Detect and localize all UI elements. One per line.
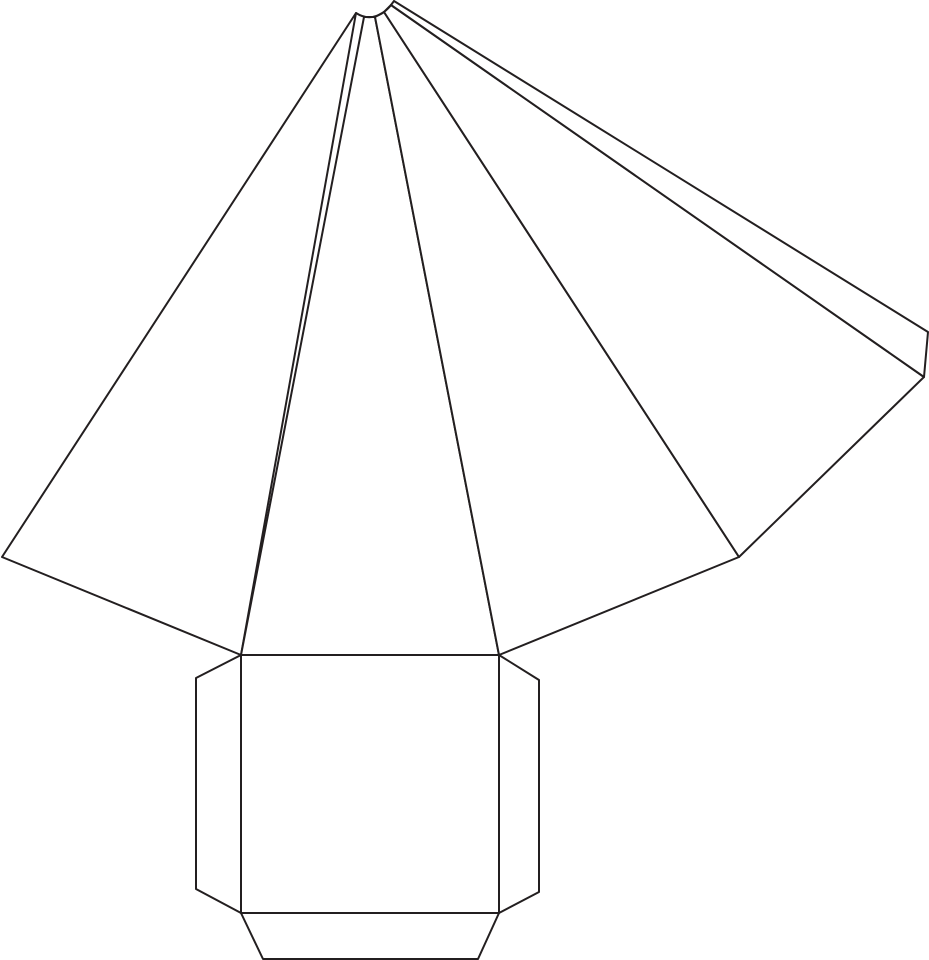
square-base [240, 654, 500, 914]
apex-cap [355, 4, 392, 19]
side-glue-flap [390, 0, 929, 378]
base-flap-left [195, 654, 242, 914]
base-flap-right [498, 654, 540, 914]
triangle-face-left [1, 12, 357, 656]
base-flap-bottom [240, 912, 500, 960]
